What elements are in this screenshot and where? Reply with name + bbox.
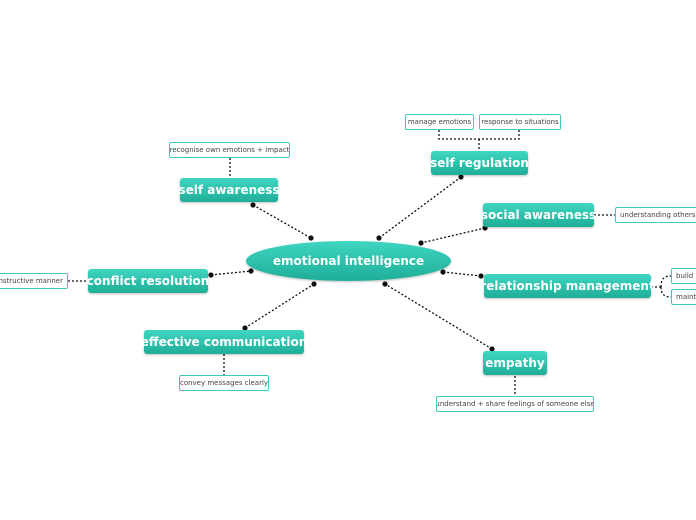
note-label: understand + share feelings of someone e… <box>436 400 594 408</box>
note-label: onstructive manner <box>0 277 63 285</box>
note-response-to-situations[interactable]: response to situations <box>479 114 561 130</box>
topic-label: conflict resolution <box>86 274 210 288</box>
connector-dot <box>208 272 214 278</box>
topic-label: relationship management <box>480 279 655 293</box>
topic-label: empathy <box>485 356 545 370</box>
note-social-awareness[interactable]: understanding others e <box>615 207 696 223</box>
topic-self-awareness[interactable]: self awareness <box>178 178 280 202</box>
connector-self-regulation <box>378 176 462 239</box>
note-label: recognise own emotions + impact <box>169 146 290 154</box>
connector-dot <box>458 174 464 180</box>
note-effective-communication[interactable]: convey messages clearly <box>179 375 269 391</box>
note-manage-emotions[interactable]: manage emotions <box>405 114 474 130</box>
topic-effective-communication[interactable]: effective communication <box>141 330 307 354</box>
note-conflict-resolution[interactable]: onstructive manner <box>0 273 68 289</box>
note-self-awareness[interactable]: recognise own emotions + impact <box>169 142 290 158</box>
connector-dot <box>248 268 254 274</box>
connector-notes-self-regulation <box>438 130 520 151</box>
connector-relationship-management <box>442 271 482 277</box>
note-label: response to situations <box>481 118 559 126</box>
connector-dot <box>376 235 382 241</box>
topic-empathy[interactable]: empathy <box>483 351 547 375</box>
connector-effective-communication <box>244 283 315 329</box>
central-topic-label: emotional intelligence <box>272 254 425 268</box>
connector-social-awareness <box>420 227 486 244</box>
connector-empathy <box>384 283 493 350</box>
topic-self-regulation[interactable]: self regulation <box>430 151 529 175</box>
connector-dot <box>242 325 248 331</box>
topic-relationship-management[interactable]: relationship management <box>480 274 655 298</box>
topic-conflict-resolution[interactable]: conflict resolution <box>86 269 210 293</box>
note-empathy[interactable]: understand + share feelings of someone e… <box>436 396 594 412</box>
connector-dot <box>418 240 424 246</box>
connector-dot <box>308 235 314 241</box>
connector-dot <box>382 281 388 287</box>
connector-conflict-resolution <box>210 270 252 276</box>
connector-dot <box>440 269 446 275</box>
topic-label: effective communication <box>140 335 308 349</box>
note-label: convey messages clearly <box>179 379 269 387</box>
note-label: manage emotions <box>407 118 472 126</box>
connector-dot <box>250 202 256 208</box>
note-label: understanding others e <box>620 211 696 219</box>
note-maintai[interactable]: maintai <box>671 289 696 305</box>
connector-notes-relationship-management <box>651 275 672 298</box>
connector-dot <box>478 273 484 279</box>
connector-self-awareness <box>252 204 312 239</box>
connector-dot <box>489 346 495 352</box>
topic-label: social awareness <box>480 208 597 222</box>
note-build-h[interactable]: build h <box>671 268 696 284</box>
note-label: build h <box>676 272 696 280</box>
topic-label: self regulation <box>430 156 529 170</box>
connector-dot <box>311 281 317 287</box>
topic-social-awareness[interactable]: social awareness <box>480 203 597 227</box>
topic-label: self awareness <box>178 183 280 197</box>
note-label: maintai <box>676 293 696 301</box>
central-topic[interactable]: emotional intelligence <box>246 241 451 281</box>
